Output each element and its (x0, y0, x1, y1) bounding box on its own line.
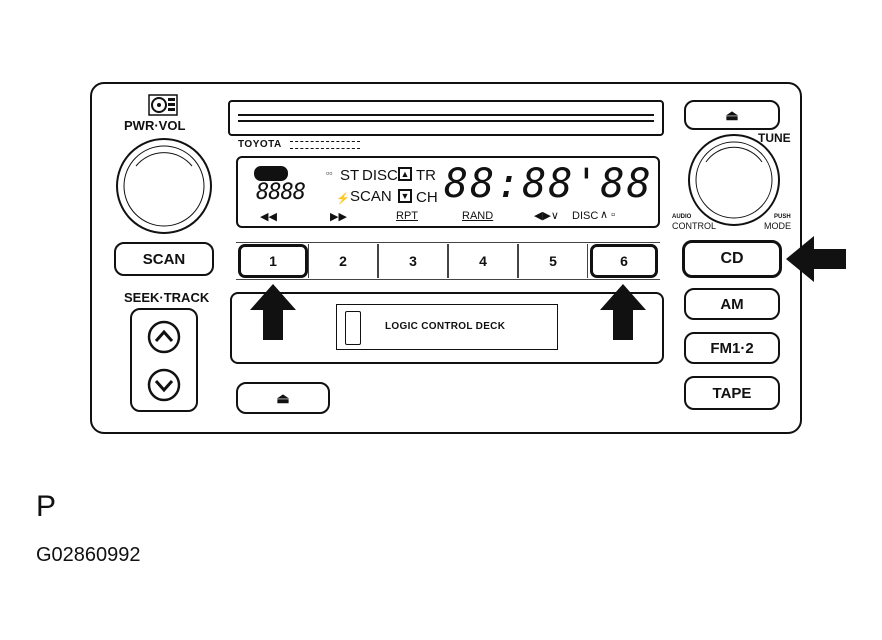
figure-letter: P (36, 490, 57, 523)
seek-down-button[interactable] (147, 368, 181, 402)
up-arrow-icon (248, 282, 298, 342)
push-label: PUSH (774, 214, 791, 220)
cassette-door: LOGIC CONTROL DECK (336, 304, 558, 350)
fm-button[interactable]: FM1·2 (684, 332, 780, 364)
lcd-down-arrow-icon: ▼ (398, 189, 412, 203)
lcd-disc-2: DISC (572, 210, 599, 222)
lcd-rpt: RPT (396, 210, 418, 222)
preset-3-button[interactable]: 3 (378, 244, 448, 278)
lcd-rand: RAND (462, 210, 494, 222)
deck-label: LOGIC CONTROL DECK (385, 321, 506, 332)
left-arrow-icon (784, 234, 848, 284)
lcd-scan: SCAN (350, 188, 392, 205)
tune-knob[interactable] (686, 132, 782, 228)
cd-slot (228, 100, 664, 136)
tune-label: TUNE (758, 131, 791, 145)
audio-label: AUDIO (672, 214, 692, 220)
lcd-forward-icon: ▶▶ (330, 211, 347, 223)
lcd-up-icon: ∧ ▫ (600, 209, 616, 221)
lcd-dolby-small-icon: ⚡ (336, 193, 350, 205)
figure-code: G02860992 (36, 544, 141, 566)
lcd-left-digits: 8888 (256, 180, 306, 205)
seek-up-button[interactable] (147, 320, 181, 354)
power-volume-knob[interactable] (114, 136, 214, 236)
lcd-st: ST (340, 167, 360, 184)
preset-2-button[interactable]: 2 (308, 244, 378, 278)
brand-logo: TOYOTA (238, 139, 282, 150)
lcd-rewind-icon: ◀◀ (260, 211, 277, 223)
seek-track-label: SEEK·TRACK (124, 290, 210, 305)
cassette-deck (230, 292, 664, 364)
preset-4-button[interactable]: 4 (448, 244, 518, 278)
lcd-play-icon: ◀▶∨ (534, 210, 559, 222)
mode-label: MODE (764, 221, 791, 231)
scan-button[interactable]: SCAN (114, 242, 214, 276)
compact-disc-logo-icon (148, 94, 178, 116)
lcd-tr: TR (416, 167, 436, 184)
preset-6-button[interactable]: 6 (590, 244, 658, 278)
preset-5-button[interactable]: 5 (518, 244, 588, 278)
lcd-small-box-icon: ▫▫ (326, 168, 333, 178)
up-arrow-icon (598, 282, 648, 342)
lcd-up-arrow-icon: ▲ (398, 167, 412, 181)
lcd-ch: CH (416, 189, 438, 206)
control-label: CONTROL (672, 221, 717, 231)
cd-button[interactable]: CD (682, 240, 782, 278)
cd-eject-button[interactable]: ⏏ (684, 100, 780, 130)
preset-1-button[interactable]: 1 (238, 244, 308, 278)
seek-track-rocker (130, 308, 198, 412)
tape-eject-button[interactable]: ⏏ (236, 382, 330, 414)
lcd-display: 8888 ▫▫ ST DISC ⚡ SCAN ▲ ▼ TR CH 88:88'8… (236, 156, 660, 228)
dolby-indicator-icon (254, 166, 288, 181)
am-button[interactable]: AM (684, 288, 780, 320)
lcd-main-digits: 88:88'88 (444, 161, 653, 207)
lcd-disc: DISC (362, 167, 398, 184)
pwr-vol-label: PWR·VOL (124, 118, 186, 133)
model-mark-icon (290, 141, 360, 149)
tape-button[interactable]: TAPE (684, 376, 780, 410)
